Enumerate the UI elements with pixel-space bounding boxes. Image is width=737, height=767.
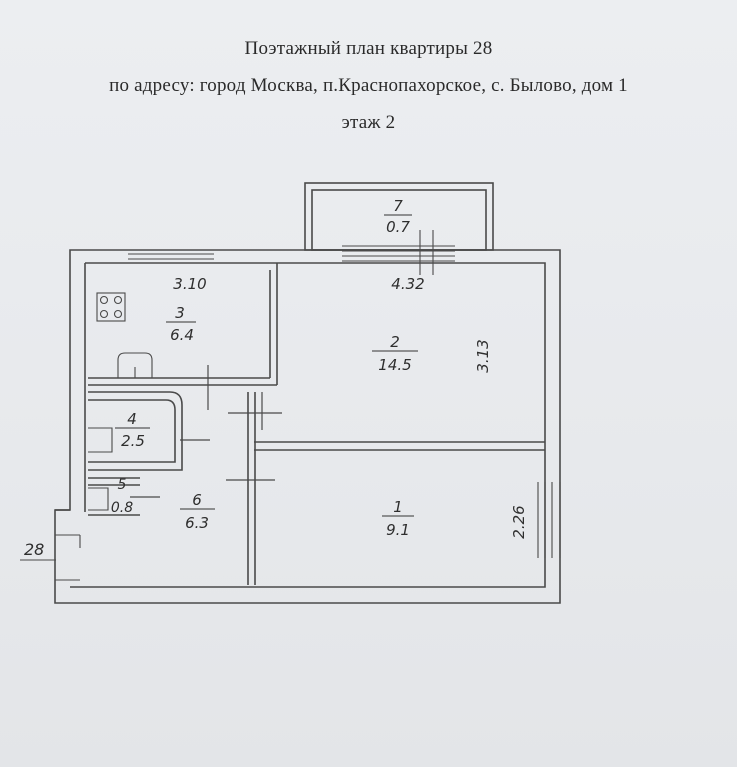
window-balcony — [342, 230, 455, 275]
room-6-label: 6 6.3 — [180, 491, 215, 532]
room-6-area: 6.3 — [185, 514, 209, 532]
room-3-number: 3 — [175, 304, 185, 322]
room-3-label: 3 6.4 — [166, 304, 196, 344]
toilet-icon — [88, 487, 109, 511]
plan-floor: этаж 2 — [341, 112, 396, 133]
room-7-number: 7 — [393, 197, 403, 215]
room-4-area: 2.5 — [121, 432, 145, 450]
room-3-area: 6.4 — [170, 326, 194, 344]
room-2-number: 2 — [390, 333, 400, 351]
room-5-number: 5 — [118, 477, 127, 493]
room-4-number: 4 — [127, 410, 137, 428]
room-1-number: 1 — [393, 498, 403, 516]
walls — [54, 182, 561, 604]
room-5-label: 5 0.8 — [111, 477, 133, 516]
room-7-label: 7 0.7 — [384, 197, 412, 236]
dimension-room2-depth: 3.13 — [474, 339, 492, 372]
room-2-label: 2 14.5 — [372, 333, 418, 374]
room-6-number: 6 — [192, 491, 202, 509]
entrance-door — [55, 534, 81, 581]
room-1-area: 9.1 — [386, 521, 410, 539]
windows — [128, 230, 561, 558]
room-2-area: 14.5 — [378, 356, 411, 374]
plan-address: по адресу: город Москва, п.Краснопахорск… — [109, 75, 628, 96]
room-1-label: 1 9.1 — [382, 498, 414, 539]
room-7-area: 0.7 — [386, 218, 410, 236]
dimension-room1-depth: 2.26 — [510, 505, 528, 538]
dimension-room2-width: 4.32 — [391, 275, 424, 293]
doors — [130, 365, 282, 498]
room-labels: 7 0.7 3 6.4 2 14.5 4 2.5 5 0.8 — [111, 197, 418, 539]
washbasin-icon — [88, 427, 113, 453]
window-kitchen — [128, 249, 214, 264]
window-room1 — [537, 482, 561, 558]
room-5-area: 0.8 — [111, 500, 133, 516]
apartment-number-marker: 28 — [24, 540, 44, 559]
fixtures — [55, 292, 153, 581]
room-4-label: 4 2.5 — [115, 410, 150, 450]
balcony-outline — [304, 182, 494, 251]
stove-icon — [96, 292, 126, 322]
plan-title: Поэтажный план квартиры 28 — [244, 38, 493, 59]
dimension-kitchen-width: 3.10 — [173, 275, 206, 293]
sink-icon — [117, 352, 153, 378]
dimension-labels: 3.10 4.32 3.13 2.26 28 — [20, 275, 528, 561]
